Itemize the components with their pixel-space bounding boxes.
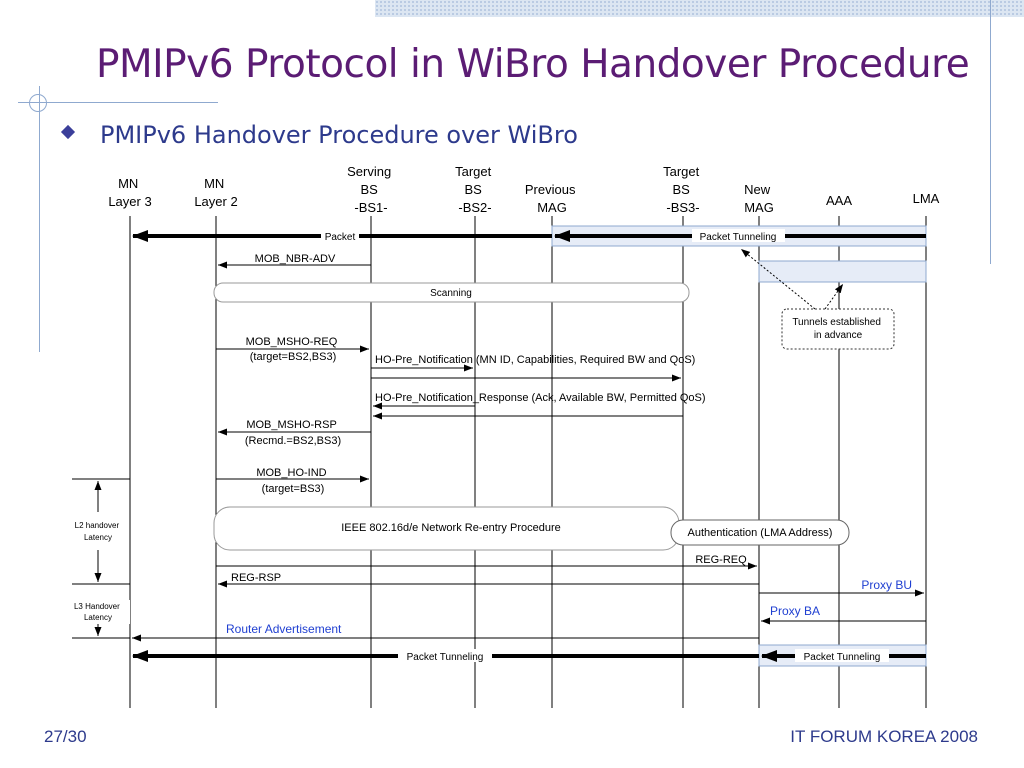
entity-label-target-bs2: Target BS -BS2- <box>455 164 495 215</box>
label-l3-latency: L3 Handover Latency <box>74 602 122 622</box>
label-packet-tunneling-left: Packet Tunneling <box>407 652 484 663</box>
scanning-box <box>213 282 690 303</box>
entity-label-mn-l2: MN Layer 2 <box>194 176 237 209</box>
decorative-circle <box>29 94 47 112</box>
decorative-vertical-line-right <box>990 0 991 264</box>
label-mob-msho-req: MOB_MSHO-REQ (target=BS2,BS3) <box>246 336 341 363</box>
label-mob-nbr-adv: MOB_NBR-ADV <box>255 253 336 265</box>
label-reg-rsp: REG-RSP <box>231 572 281 584</box>
page-number: 27/30 <box>44 727 87 746</box>
decorative-dot-band <box>375 0 1024 17</box>
footer-text: IT FORUM KOREA 2008 <box>790 727 978 746</box>
decorative-horizontal-line <box>18 102 218 103</box>
entity-label-aaa: AAA <box>826 193 852 208</box>
slide-title: PMIPv6 Protocol in WiBro Handover Proced… <box>96 42 970 87</box>
label-mob-ho-ind: MOB_HO-IND (target=BS3) <box>256 467 329 495</box>
label-tunnels-note: Tunnels established in advance <box>792 317 883 341</box>
label-l2-latency: L2 handover Latency <box>75 521 122 542</box>
tunnel-box-new-mag-lma <box>758 260 927 283</box>
label-proxy-bu: Proxy BU <box>861 578 912 592</box>
label-scanning: Scanning <box>430 288 472 299</box>
label-reg-req: REG-REQ <box>695 554 747 566</box>
label-packet-tunneling-right: Packet Tunneling <box>804 652 881 663</box>
tunnels-note-box <box>781 308 895 350</box>
label-bg-packet-tunneling-top <box>692 229 785 242</box>
label-bg-packet-tunneling-right <box>795 649 889 662</box>
entity-label-previous-mag: Previous MAG <box>525 182 579 215</box>
entity-label-target-bs3: Target BS -BS3- <box>663 164 703 215</box>
label-router-advertisement: Router Advertisement <box>226 622 342 636</box>
label-packet-tunneling-top: Packet Tunneling <box>700 232 777 243</box>
entity-label-serving-bs: Serving BS -BS1- <box>347 164 395 215</box>
label-bg-packet <box>321 229 359 242</box>
label-ho-pre-notification: HO-Pre_Notification (MN ID, Capabilities… <box>375 354 695 366</box>
label-bg-packet-tunneling-left <box>398 649 492 662</box>
arrow-note-to-new-tunnel <box>824 283 844 310</box>
label-proxy-ba: Proxy BA <box>770 604 820 618</box>
label-mob-msho-rsp: MOB_MSHO-RSP (Recmd.=BS2,BS3) <box>245 419 341 447</box>
l3-latency-label-bg <box>68 600 130 624</box>
label-packet: Packet <box>325 232 356 243</box>
authentication-box <box>670 519 850 546</box>
entity-label-new-mag: New MAG <box>744 182 774 215</box>
entity-label-lma: LMA <box>913 191 940 206</box>
label-ho-pre-notification-response: HO-Pre_Notification_Response (Ack, Avail… <box>375 392 706 404</box>
slide-subtitle: PMIPv6 Handover Procedure over WiBro <box>100 121 578 149</box>
entity-label-mn-l3: MN Layer 3 <box>108 176 151 209</box>
label-network-reentry: IEEE 802.16d/e Network Re-entry Procedur… <box>341 522 561 534</box>
decorative-vertical-line-left <box>39 86 40 352</box>
label-authentication: Authentication (LMA Address) <box>688 527 833 539</box>
